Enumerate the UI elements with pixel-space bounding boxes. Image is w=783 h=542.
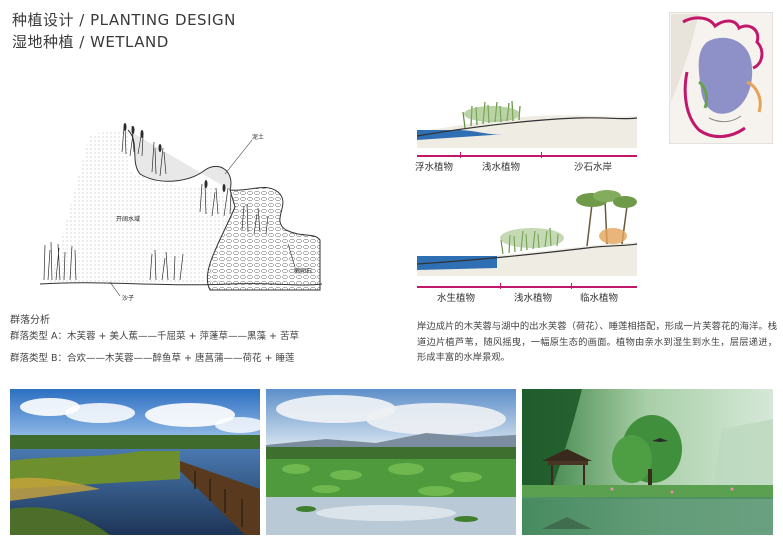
- profile-bottom-bar: [417, 286, 637, 288]
- community-type-b: 群落类型 B：合欢——木芙蓉——醉鱼草 + 唐菖蒲——荷花 + 睡莲: [10, 353, 295, 364]
- page-subtitle: 湿地种植 / WETLAND: [12, 33, 169, 51]
- profile-top-label-3: 沙石水岸: [574, 162, 613, 173]
- page-title: 种植设计 / PLANTING DESIGN: [12, 11, 236, 29]
- profile-bottom-tick-2: [571, 283, 572, 289]
- community-heading: 群落分析: [10, 315, 50, 326]
- photo-boardwalk-wetland: [10, 389, 260, 535]
- profile-top-label-2: 浅水植物: [482, 162, 521, 173]
- profile-top-bar: [417, 155, 637, 157]
- profile-top-tick-1: [460, 152, 461, 158]
- photo-lotus-lake: [266, 389, 516, 535]
- photo-misty-pavilion: [522, 389, 773, 535]
- profile-bottom-tick-1: [500, 283, 501, 289]
- design-description: 岸边成片的木芙蓉与湖中的出水芙蓉（荷花）、睡莲相搭配，形成一片芙蓉花的海洋。栈道…: [417, 321, 777, 363]
- diagram-label-open-water: 开阔水域: [116, 216, 141, 223]
- profile-bottom-illustration: [416, 186, 638, 276]
- diagram-label-cobble: 鹅卵石: [294, 268, 313, 275]
- profile-top-label-1: 浮水植物: [415, 162, 454, 173]
- diagram-label-sand: 沙子: [122, 295, 135, 302]
- key-map: [668, 11, 774, 145]
- profile-top-tick-2: [541, 152, 542, 158]
- profile-bottom-label-3: 临水植物: [580, 293, 619, 304]
- profile-bottom-label-2: 浅水植物: [514, 293, 553, 304]
- diagram-label-mud: 泥土: [252, 134, 265, 141]
- key-map-icon: [668, 11, 774, 145]
- profile-top-illustration: [416, 96, 638, 148]
- profile-bottom-label-1: 水生植物: [437, 293, 476, 304]
- community-type-a: 群落类型 A：木芙蓉 + 美人蕉——千屈菜 + 萍蓬草——黑藻 + 苦草: [10, 331, 300, 342]
- planting-section-diagram: 泥土 开阔水域 鹅卵石 沙子: [30, 112, 330, 307]
